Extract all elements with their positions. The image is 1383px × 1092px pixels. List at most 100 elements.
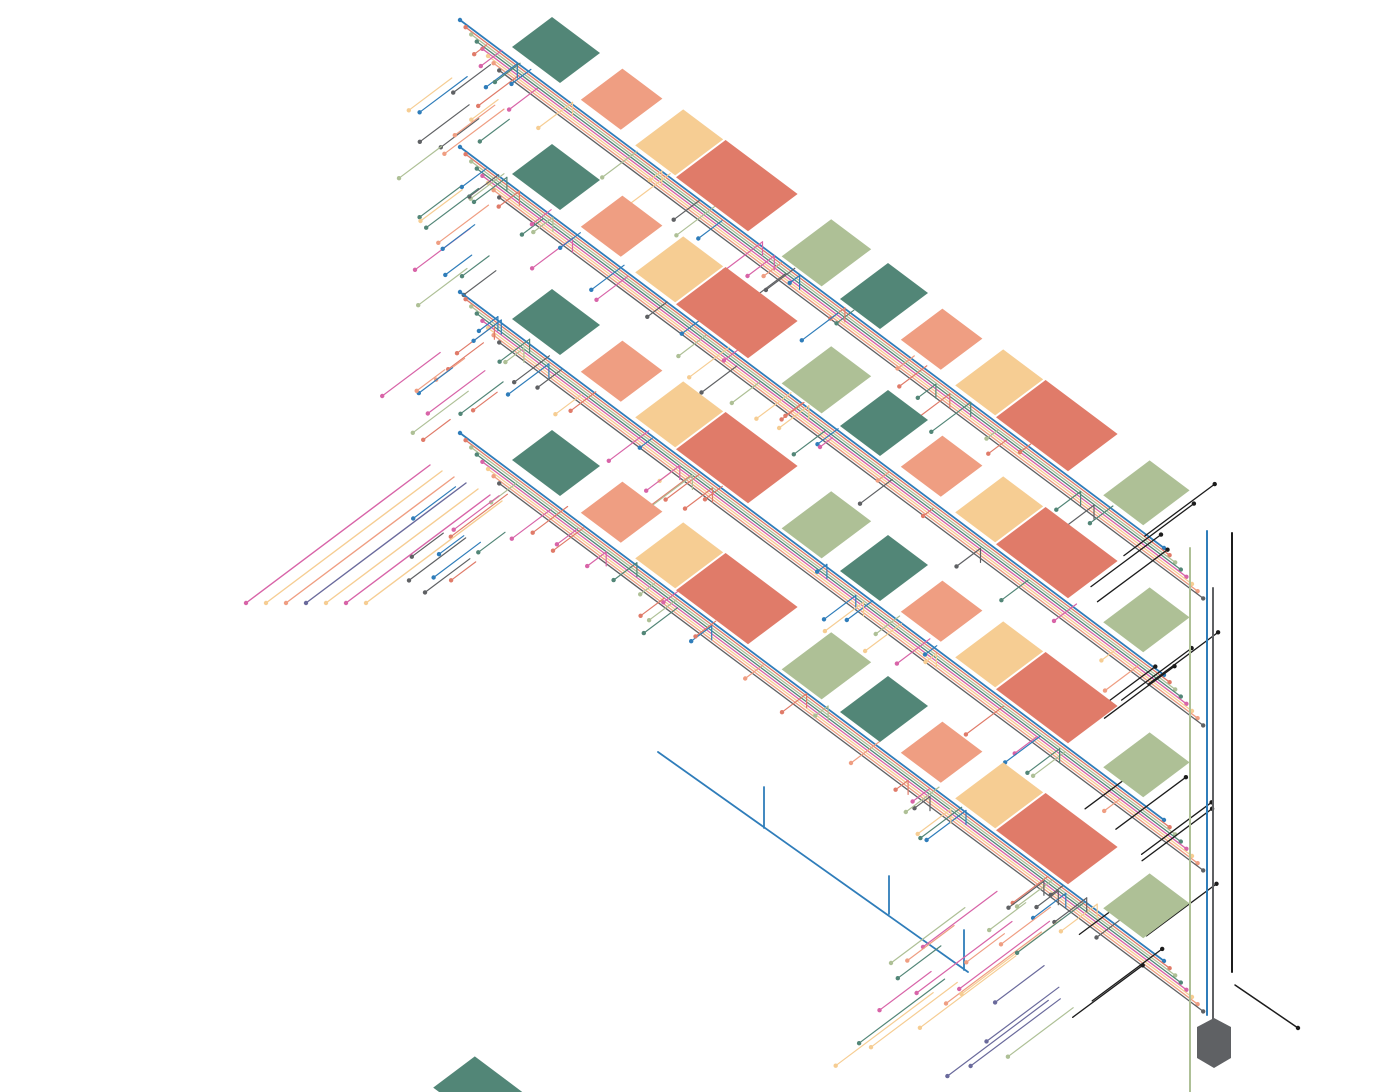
branch-pipe	[511, 508, 552, 540]
branch-fitting	[505, 392, 511, 397]
branch-fitting	[644, 488, 649, 493]
branch-pipe	[499, 338, 531, 363]
branch-pipe	[723, 241, 764, 272]
pipe-terminal	[485, 466, 491, 472]
branch-pipe	[744, 664, 764, 680]
branch-fitting	[1025, 770, 1030, 775]
branch-pipe	[677, 334, 707, 357]
floor-pipes	[412, 144, 1221, 728]
branch-pipe	[905, 786, 940, 813]
zone-tile	[900, 721, 983, 783]
branch-pipe	[924, 645, 938, 656]
branch-pipe	[1026, 748, 1061, 774]
tail-fitting	[476, 550, 481, 555]
branch-fitting	[674, 233, 679, 238]
tail-pipe	[412, 486, 457, 520]
branch-fitting	[910, 799, 915, 804]
pipe-terminal	[1167, 966, 1172, 971]
pipe-terminal	[474, 311, 479, 316]
pipe-terminal	[1184, 846, 1189, 851]
zone-tile	[676, 140, 798, 232]
tail-fitting	[411, 516, 416, 521]
branch-pipe	[955, 547, 982, 568]
tail-fitting	[443, 272, 448, 278]
branch-fitting	[506, 107, 512, 112]
branch-pipe	[521, 218, 544, 236]
branch-pipe	[473, 319, 502, 342]
zone-tile	[676, 267, 798, 359]
tail-pipe	[398, 145, 443, 179]
branch-pipe	[554, 393, 583, 415]
branch-pipe	[473, 176, 508, 203]
lower-fitting	[984, 1039, 989, 1044]
floor-level-3	[380, 289, 1215, 873]
tail-pipe	[461, 255, 490, 277]
lower-diagonal-pipe	[265, 470, 443, 604]
floor-zones	[512, 144, 1190, 653]
branch-pipe	[1004, 735, 1042, 764]
zone-tile	[781, 491, 872, 559]
pipe-terminal	[474, 452, 479, 457]
lower-branch-pipe	[1007, 1007, 1074, 1058]
lower-fitting	[943, 1001, 949, 1006]
branch-fitting	[963, 732, 969, 737]
branch-fitting	[687, 375, 692, 380]
branch-pipe	[859, 478, 893, 505]
floor-pipes	[380, 289, 1215, 873]
lower-fitting	[895, 976, 900, 981]
supply-arrow	[1145, 883, 1218, 937]
branch-pipe	[639, 597, 666, 617]
branch-fitting	[594, 297, 599, 302]
main-pipe	[481, 175, 1188, 705]
branch-pipe	[919, 806, 963, 839]
branch-fitting	[483, 85, 489, 90]
branch-pipe	[896, 638, 931, 665]
branch-pipe	[494, 62, 521, 83]
branch-pipe	[896, 355, 915, 370]
duct-terminal	[1295, 1025, 1301, 1031]
tail-pipe	[477, 531, 506, 553]
tail-fitting	[436, 552, 442, 557]
branch-pipe	[601, 150, 638, 178]
zone-tile	[996, 652, 1118, 744]
tail-fitting	[422, 590, 428, 595]
supply-arrow	[1103, 665, 1176, 719]
zone-tile	[1103, 587, 1190, 653]
branch-pipe	[1100, 648, 1117, 662]
main-pipe	[459, 432, 1165, 962]
pipe-terminal	[480, 173, 485, 178]
branch-pipe	[1089, 505, 1114, 524]
branch-pipe	[684, 487, 714, 510]
tail-fitting	[425, 411, 430, 416]
branch-pipe	[765, 267, 796, 291]
branch-pipe	[987, 439, 1007, 455]
lower-terminal	[323, 600, 329, 606]
lower-terminal	[283, 600, 289, 606]
tail-pipe	[408, 77, 453, 111]
branch-fitting	[1058, 929, 1064, 934]
branch-pipe	[913, 795, 931, 809]
lower-fitting	[1005, 1054, 1011, 1059]
branch-pipe	[1000, 579, 1029, 601]
pipe-terminal	[457, 17, 463, 23]
branch-pipe	[552, 527, 585, 552]
tail-pipe	[450, 493, 508, 538]
arrow-head	[1158, 532, 1164, 537]
tail-pipe	[416, 369, 446, 392]
lower-fitting	[968, 1063, 973, 1069]
tail-pipe	[459, 381, 504, 415]
tail-pipe	[444, 254, 473, 276]
tail-pipe	[453, 495, 500, 531]
branch-pipe	[643, 607, 679, 634]
branch-fitting	[779, 710, 785, 715]
main-pipe	[492, 334, 1199, 864]
branch-pipe	[918, 393, 951, 418]
floor-level-4	[406, 430, 1219, 1018]
main-pipe	[464, 153, 1171, 683]
arrow-head	[1215, 630, 1221, 635]
branch-pipe	[639, 583, 656, 595]
branch-pipe	[755, 392, 792, 420]
branch-pipe	[510, 68, 532, 85]
lower-fitting	[868, 1045, 874, 1050]
